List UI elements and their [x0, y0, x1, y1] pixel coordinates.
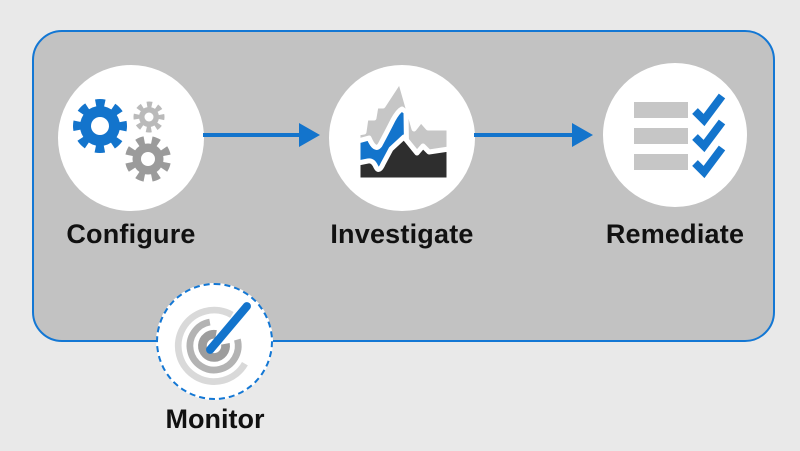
node-investigate: [329, 65, 475, 211]
area-chart-icon: [355, 77, 452, 183]
gear-small: [133, 101, 165, 133]
arrow-shaft: [474, 133, 573, 137]
checklist-bars: [634, 102, 688, 170]
node-monitor: [156, 283, 273, 400]
gears-icon: [73, 99, 171, 182]
node-remediate: [603, 63, 747, 207]
arrow-shaft: [203, 133, 300, 137]
arrow-head-icon: [572, 123, 593, 147]
radar-arc-inner: [198, 329, 230, 362]
checklist-checkmarks-icon: [634, 93, 726, 179]
gear-medium: [125, 136, 171, 182]
arrow-head-icon: [299, 123, 320, 147]
label-remediate: Remediate: [605, 219, 745, 249]
node-configure: [58, 65, 204, 211]
label-configure: Configure: [66, 219, 196, 249]
label-investigate: Investigate: [330, 219, 474, 249]
flow-arrow-configure-to-investigate: [203, 123, 320, 147]
radar-target-icon: [174, 302, 251, 385]
radar-needle: [206, 302, 251, 354]
gear-large: [73, 99, 127, 153]
chart-area-front: [355, 134, 452, 183]
radar-arc-middle: [186, 318, 242, 374]
checkmarks: [692, 93, 726, 179]
label-monitor: Monitor: [165, 404, 265, 434]
radar-arc-outer: [174, 306, 248, 385]
flow-arrow-investigate-to-remediate: [474, 123, 593, 147]
